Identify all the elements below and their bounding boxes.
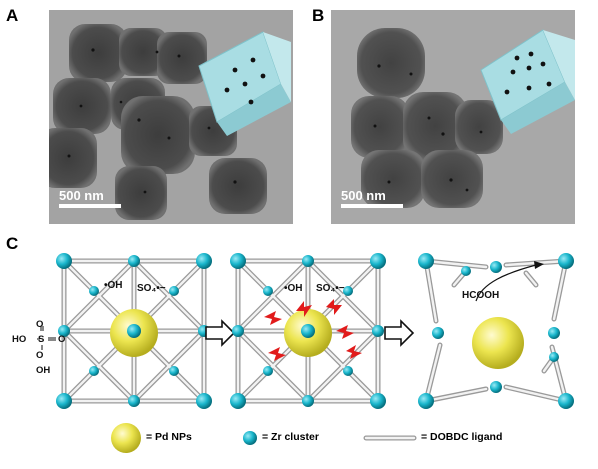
scale-bar-a: 500 nm	[59, 188, 121, 208]
sulfate-bonds	[37, 326, 56, 350]
mof-particle	[455, 100, 503, 154]
mof-particle	[357, 28, 425, 98]
mof-particle	[351, 96, 409, 158]
mof-particle	[115, 166, 167, 220]
mof-particle	[361, 150, 425, 208]
formic-acid-label: HCOOH	[462, 290, 500, 301]
mof-cage-attacked	[230, 253, 386, 409]
legend-ligand-label: = DOBDC ligand	[421, 431, 503, 443]
scale-bar-label-b: 500 nm	[341, 188, 386, 203]
mof-particle	[69, 24, 127, 82]
mof-cage-intact	[56, 253, 212, 409]
legend-pd-symbol	[111, 423, 141, 453]
sulfate-radical-label-1: SO₄•−	[137, 283, 166, 294]
scale-bar-b: 500 nm	[341, 188, 403, 208]
sulfate-oh: OH	[36, 365, 51, 376]
sulfate-s: S	[38, 334, 45, 345]
mof-particle	[49, 128, 97, 188]
mof-particle	[403, 92, 467, 160]
mof-particle	[209, 158, 267, 214]
mof-particle	[157, 32, 207, 84]
panel-label-b: B	[312, 6, 325, 25]
sulfate-radical-label-2: SO₄•−	[316, 283, 345, 294]
octahedron-model-a	[198, 31, 291, 136]
tem-image-a: 500 nm	[49, 10, 293, 224]
panel-label-a: A	[6, 6, 19, 25]
legend-pd-label: = Pd NPs	[146, 431, 192, 443]
pd-nanoparticle	[472, 317, 524, 369]
process-arrow-1	[205, 319, 236, 347]
scale-bar-line-a	[59, 204, 121, 208]
process-arrow-2	[384, 319, 415, 347]
sulfate-o-right: O	[58, 334, 66, 345]
panel-label-c: C	[6, 234, 19, 253]
legend-zr-symbol	[243, 431, 257, 445]
release-arrow	[475, 264, 537, 302]
mof-particle	[119, 28, 167, 76]
scale-bar-line-b	[341, 204, 403, 208]
mof-cage-degraded	[418, 253, 574, 409]
sulfate-o-top: O	[36, 319, 44, 330]
tem-particles-a	[49, 10, 293, 224]
legend-pd: = Pd NPs	[146, 431, 192, 443]
legend-ligand: = DOBDC ligand	[421, 431, 502, 443]
legend-zr-label: = Zr cluster	[262, 431, 319, 443]
tem-image-b: 500 nm	[331, 10, 575, 224]
oh-radical-label-1: •OH	[104, 280, 123, 291]
sulfate-ho: HO	[12, 334, 27, 345]
scale-bar-label-a: 500 nm	[59, 188, 104, 203]
tem-particles-b	[331, 10, 575, 224]
legend-zr: = Zr cluster	[262, 431, 319, 443]
mof-particle	[121, 96, 195, 174]
octahedron-model-b	[480, 29, 575, 134]
radical-attack-arrows	[264, 299, 362, 361]
sulfate-o-bottom: O	[36, 350, 44, 361]
oh-radical-label-2: •OH	[284, 283, 303, 294]
mof-scheme	[56, 253, 574, 453]
